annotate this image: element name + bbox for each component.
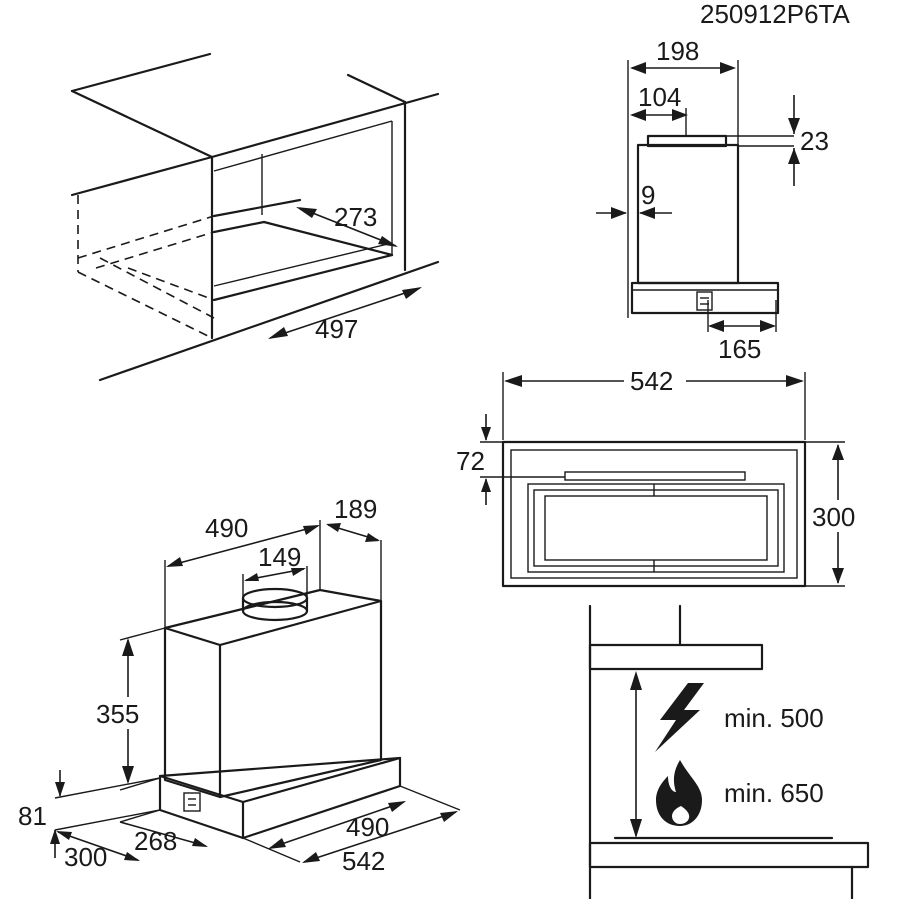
front-view: 542 72 300 (456, 366, 868, 588)
lightning-icon (655, 683, 704, 752)
isometric-hood-view: 490 189 149 355 81 300 (18, 494, 461, 876)
drawing-code: 250912P6TA (700, 0, 851, 29)
dim-side-offset: 104 (638, 82, 681, 112)
dim-iso-bottom-depth: 300 (64, 842, 107, 872)
dim-iso-height: 355 (96, 699, 139, 729)
side-view: 198 104 23 9 165 (596, 36, 829, 364)
flame-icon (656, 760, 702, 826)
dim-cabinet-width: 497 (315, 314, 358, 344)
dim-top-height: 23 (800, 126, 829, 156)
dim-iso-duct: 149 (258, 542, 301, 572)
dim-iso-base-height: 81 (18, 801, 47, 831)
clearance-diagram: min. 500 min. 650 (588, 604, 870, 901)
dim-iso-depth: 189 (334, 494, 377, 524)
dim-front-strip: 72 (456, 446, 485, 476)
control-panel (183, 792, 201, 812)
dim-side-width: 198 (656, 36, 699, 66)
dim-front-width: 542 (630, 366, 673, 396)
cabinet-installation-view: 273 497 (70, 52, 440, 382)
dim-cabinet-depth: 273 (334, 202, 377, 232)
dim-iso-bottom-width: 490 (346, 812, 389, 842)
clearance-electric-label: min. 500 (724, 703, 824, 733)
clearance-gas-label: min. 650 (724, 778, 824, 808)
switch-indicator (696, 291, 713, 311)
dim-iso-bottom-total: 542 (342, 846, 385, 876)
dim-front-height: 300 (812, 502, 855, 532)
dim-switch-offset: 165 (718, 334, 761, 364)
dim-wall-gap: 9 (641, 180, 655, 210)
dim-iso-bottom-mid: 268 (134, 826, 177, 856)
dim-iso-width: 490 (205, 513, 248, 543)
